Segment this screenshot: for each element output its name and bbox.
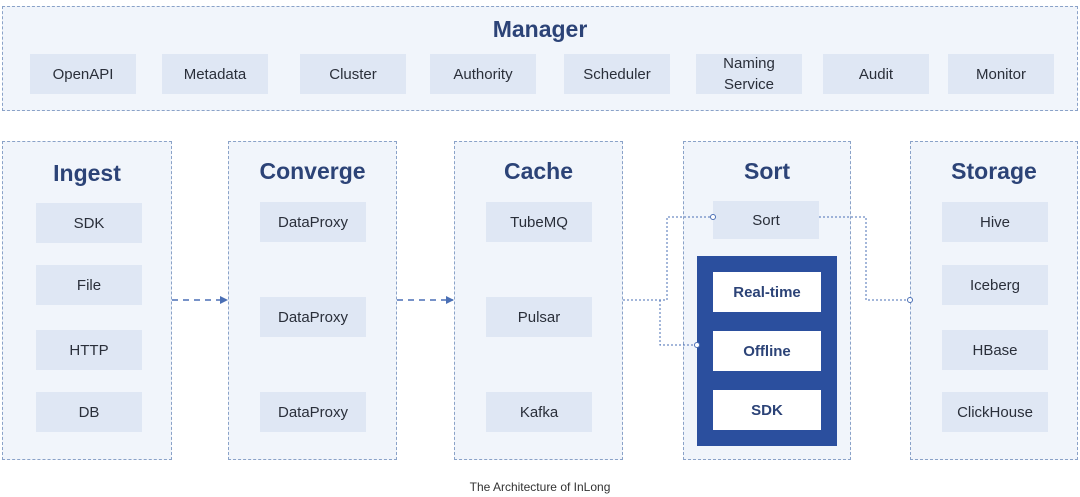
ingest-item-file: File xyxy=(36,265,142,305)
sort-mode-sdk: SDK xyxy=(713,390,821,430)
converge-title: Converge xyxy=(259,158,366,184)
sort-mode-offline: Offline xyxy=(713,331,821,371)
manager-item-scheduler: Scheduler xyxy=(564,54,670,94)
manager-item-monitor: Monitor xyxy=(948,54,1054,94)
storage-item-hbase: HBase xyxy=(942,330,1048,370)
manager-item-audit: Audit xyxy=(823,54,929,94)
manager-item-naming-service: Naming Service xyxy=(696,54,802,94)
manager-title: Manager xyxy=(492,16,588,42)
converge-item-dataproxy-1: DataProxy xyxy=(260,202,366,242)
storage-title: Storage xyxy=(951,158,1037,184)
converge-item-dataproxy-2: DataProxy xyxy=(260,297,366,337)
manager-item-authority: Authority xyxy=(430,54,536,94)
ingest-title: Ingest xyxy=(53,160,121,186)
storage-item-iceberg: Iceberg xyxy=(942,265,1048,305)
manager-item-openapi: OpenAPI xyxy=(30,54,136,94)
manager-item-metadata: Metadata xyxy=(162,54,268,94)
figure-caption: The Architecture of InLong xyxy=(469,480,611,494)
ingest-item-http: HTTP xyxy=(36,330,142,370)
cache-title: Cache xyxy=(503,158,574,184)
ingest-item-sdk: SDK xyxy=(36,203,142,243)
storage-item-hive: Hive xyxy=(942,202,1048,242)
sort-item-sort: Sort xyxy=(713,201,819,239)
cache-item-kafka: Kafka xyxy=(486,392,592,432)
storage-item-clickhouse: ClickHouse xyxy=(942,392,1048,432)
cache-item-pulsar: Pulsar xyxy=(486,297,592,337)
sort-title: Sort xyxy=(744,158,790,184)
cache-item-tubemq: TubeMQ xyxy=(486,202,592,242)
ingest-item-db: DB xyxy=(36,392,142,432)
converge-item-dataproxy-3: DataProxy xyxy=(260,392,366,432)
manager-item-cluster: Cluster xyxy=(300,54,406,94)
sort-mode-realtime: Real-time xyxy=(713,272,821,312)
